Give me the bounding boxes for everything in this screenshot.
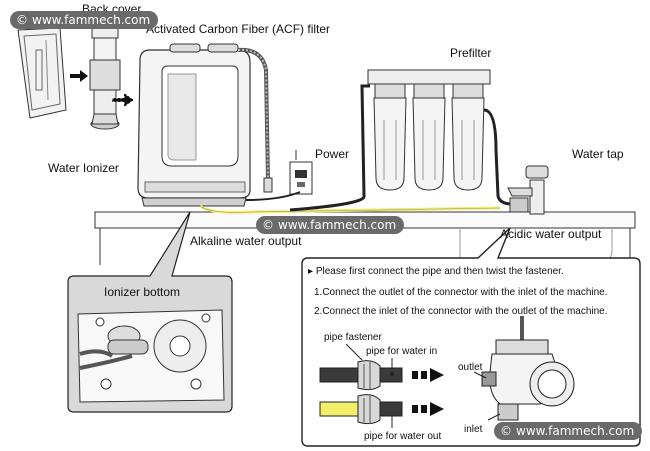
prefilter-drawing xyxy=(367,69,491,191)
watermark-top-left: © www.fammech.com xyxy=(10,11,159,29)
feed-pipe-left xyxy=(289,84,370,212)
label-water-tap: Water tap xyxy=(572,147,624,161)
instruction-line-2: 1.Connect the outlet of the connector wi… xyxy=(314,287,608,298)
acf-filter-drawing xyxy=(89,27,121,130)
water-tap-drawing xyxy=(507,165,549,215)
copyright-icon: © xyxy=(262,218,274,232)
feed-pipe-right xyxy=(483,108,513,206)
label-pipe-in: pipe for water in xyxy=(366,346,438,357)
label-prefilter: Prefilter xyxy=(450,46,492,60)
label-inlet: inlet xyxy=(464,424,483,435)
label-pipe-out: pipe for water out xyxy=(364,431,442,442)
watermark-text: www.fammech.com xyxy=(32,13,151,27)
copyright-icon: © xyxy=(16,13,28,27)
copyright-icon: © xyxy=(500,424,512,438)
label-water-ionizer: Water Ionizer xyxy=(48,161,119,175)
instruction-bullet: ▸ xyxy=(308,266,314,277)
connector-pipes-drawing xyxy=(319,343,403,428)
power-cable xyxy=(245,191,301,201)
watermark-bottom-right: © www.fammech.com xyxy=(494,422,643,440)
label-acf-filter: Activated Carbon Fiber (ACF) filter xyxy=(146,22,331,36)
instruction-line-3: 2.Connect the inlet of the connector wit… xyxy=(314,306,608,317)
label-pipe-fastener: pipe fastener xyxy=(324,332,382,343)
watermark-text: www.fammech.com xyxy=(516,424,635,438)
ionizer-bottom-drawing xyxy=(77,309,225,403)
connector-body-drawing xyxy=(473,316,575,421)
watermark-text: www.fammech.com xyxy=(278,218,397,232)
label-outlet: outlet xyxy=(458,362,483,373)
label-alkaline-output: Alkaline water output xyxy=(190,234,302,248)
instruction-text-1: Please first connect the pipe and then t… xyxy=(315,266,564,277)
label-power: Power xyxy=(315,147,350,161)
power-socket xyxy=(289,150,313,195)
back-cover-drawing xyxy=(17,27,67,119)
label-ionizer-bottom: Ionizer bottom xyxy=(104,285,181,299)
water-ionizer-drawing xyxy=(137,43,251,207)
arrow-cover xyxy=(70,70,88,82)
label-acidic-output: Acidic water output xyxy=(500,227,602,241)
instruction-line-1: ▸ Please first connect the pipe and then… xyxy=(308,266,564,277)
arrow-filter xyxy=(111,92,135,108)
watermark-center: © www.fammech.com xyxy=(256,216,405,234)
alkaline-pipe xyxy=(199,204,501,214)
connector-arrows xyxy=(412,368,444,416)
